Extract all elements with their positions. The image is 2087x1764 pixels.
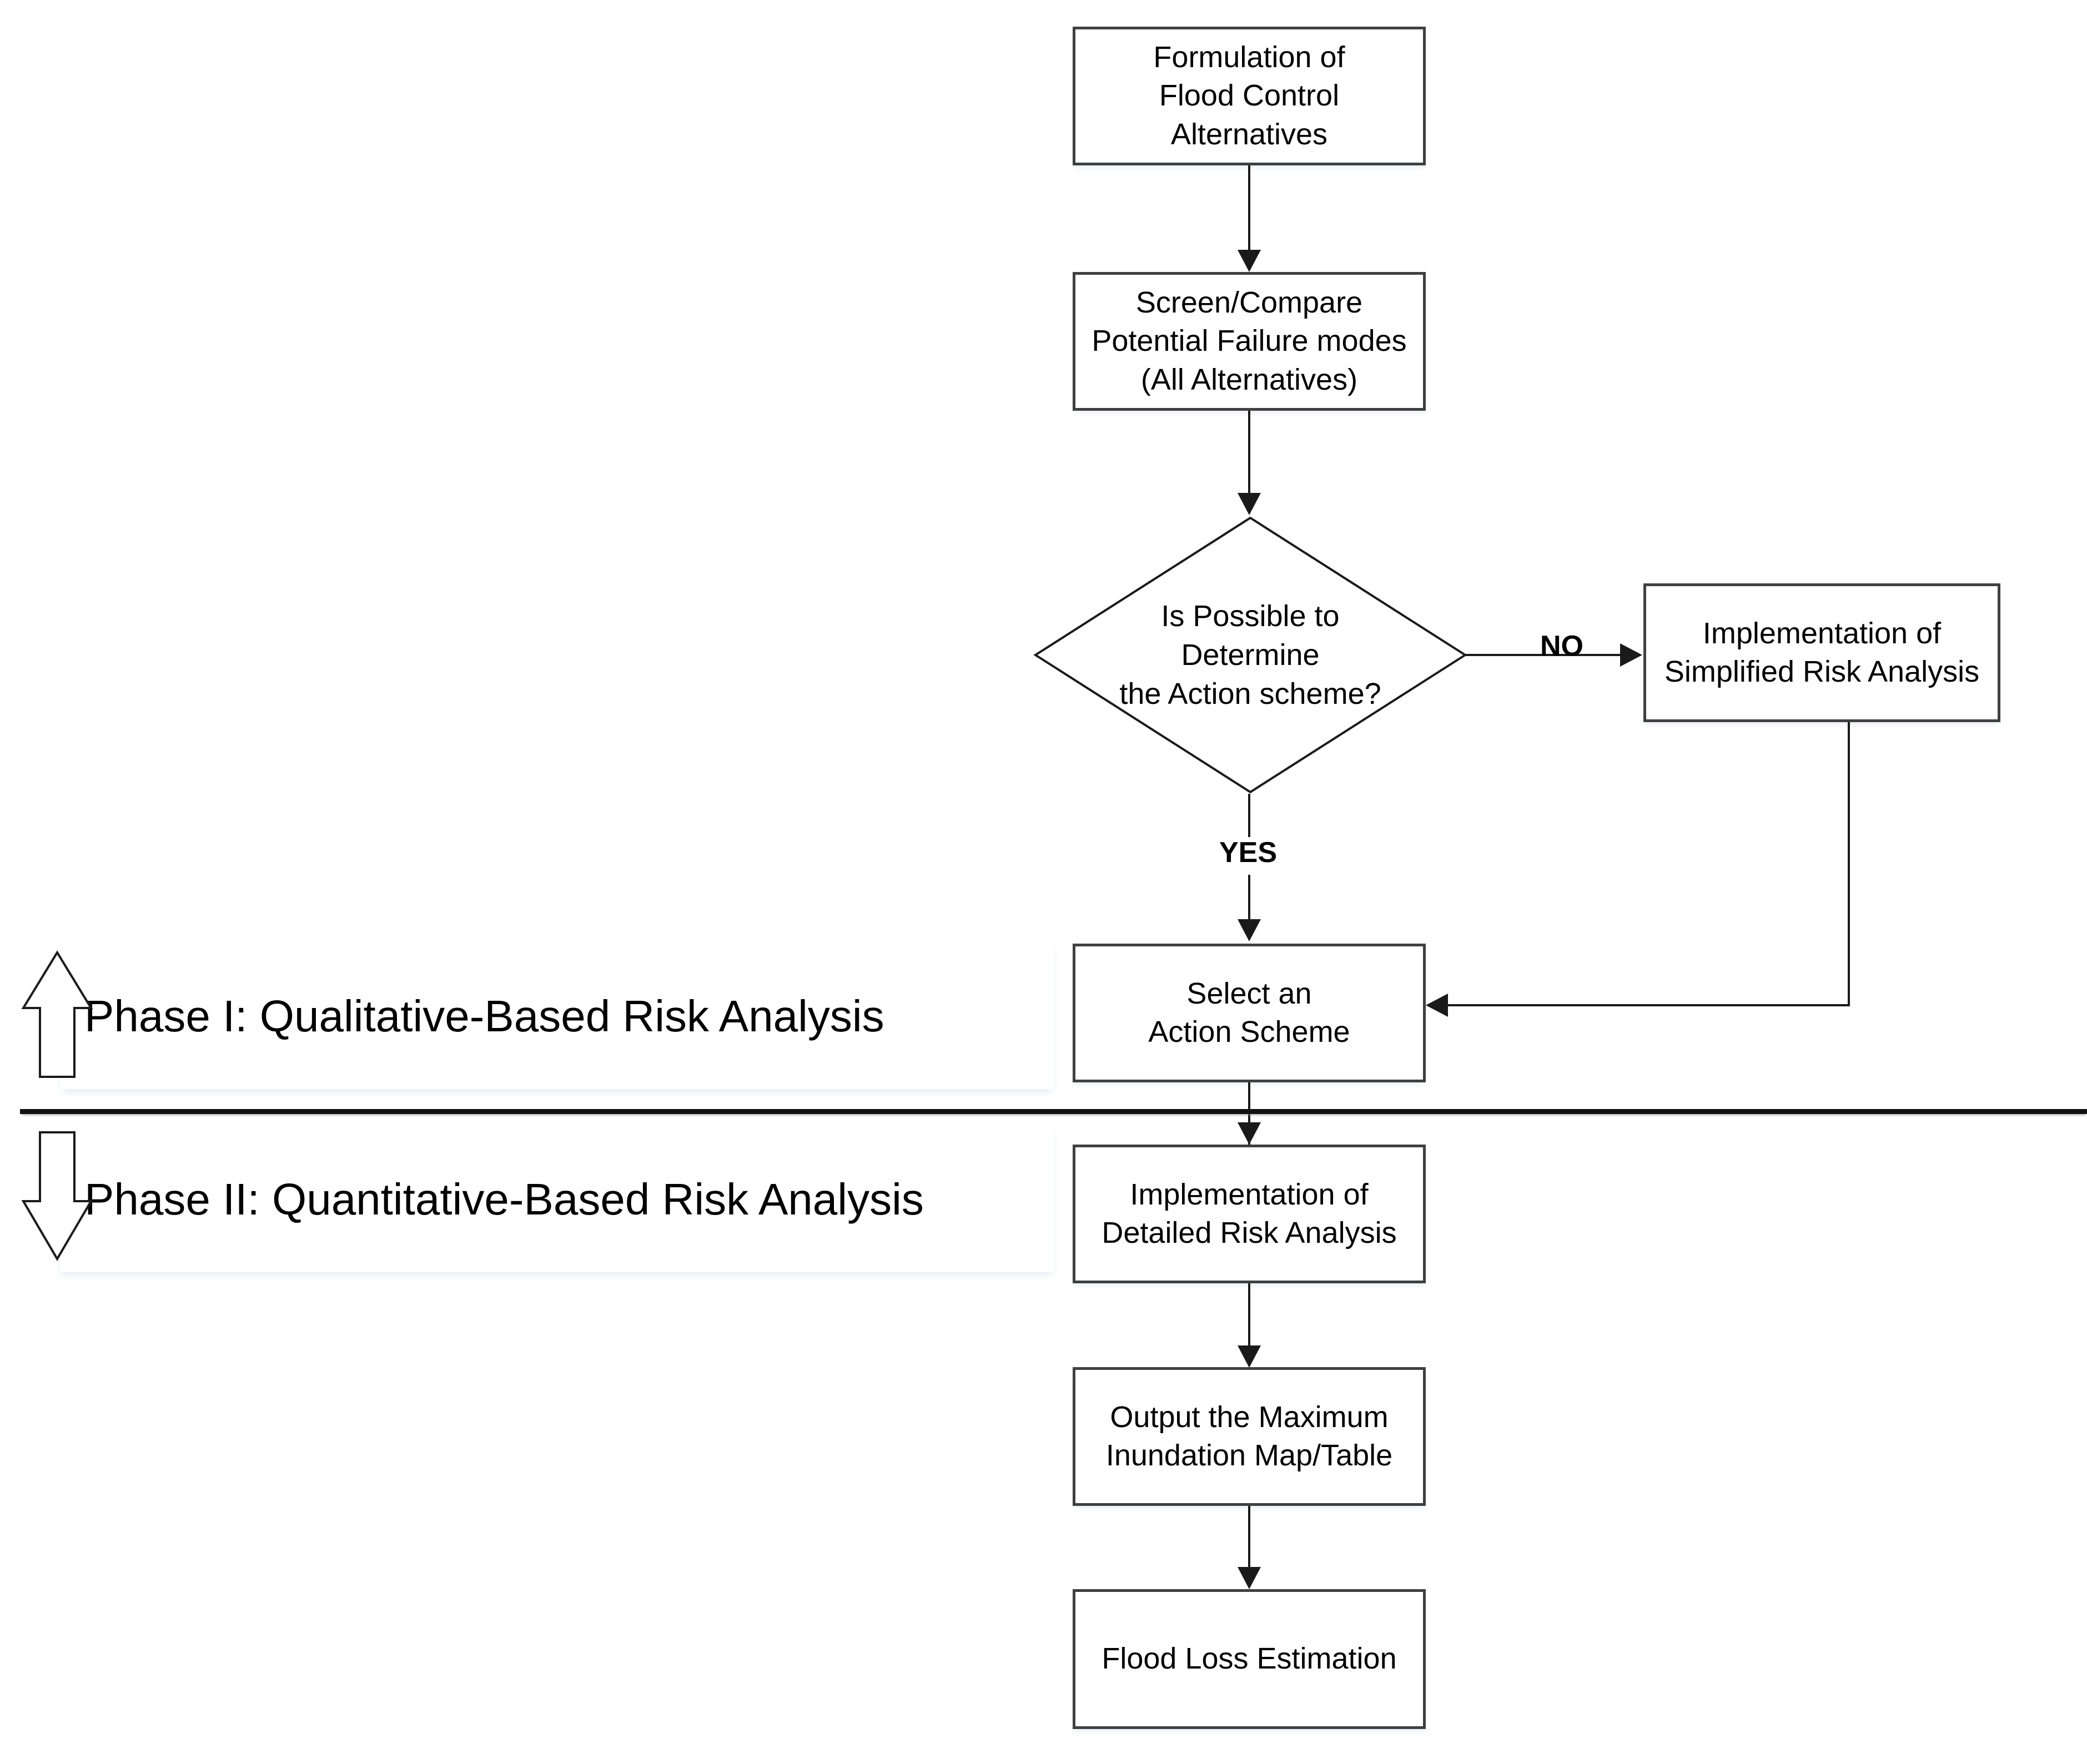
diamond-shape — [1033, 516, 1467, 794]
node-flood-loss-estimation[interactable]: Flood Loss Estimation — [1073, 1589, 1426, 1729]
arrowhead-down-to-detailed — [1238, 1122, 1261, 1145]
phase-two-label: Phase II: Quantitative-Based Risk Analys… — [84, 1175, 924, 1224]
arrowhead-right-to-simplified — [1620, 643, 1642, 667]
arrowhead-down-to-select-scheme — [1238, 919, 1261, 941]
arrowhead-down-to-output — [1238, 1345, 1261, 1368]
connector-no-branch — [1465, 654, 1622, 656]
phase-divider-line — [20, 1109, 2087, 1114]
edge-label-yes: YES — [1219, 836, 1278, 869]
node-screen-compare-potential-failure-modes[interactable]: Screen/Compare Potential Failure modes (… — [1073, 272, 1426, 411]
connector-screen-to-decision — [1248, 411, 1250, 493]
phase-two-band: Phase II: Quantitative-Based Risk Analys… — [60, 1127, 1054, 1272]
phase-one-label: Phase I: Qualitative-Based Risk Analysis — [84, 991, 884, 1041]
connector-feedback-vertical — [1848, 722, 1850, 1006]
phase-one-up-arrow-icon — [21, 950, 93, 1079]
arrowhead-down-to-flood-loss — [1238, 1567, 1261, 1589]
edge-label-no: NO — [1540, 630, 1583, 662]
node-formulation-of-flood-control-alternatives[interactable]: Formulation of Flood Control Alternative… — [1073, 27, 1426, 165]
arrowhead-down-to-decision — [1238, 493, 1261, 515]
node-output-the-maximum-inundation-map-table[interactable]: Output the Maximum Inundation Map/Table — [1073, 1367, 1426, 1506]
connector-detailed-to-output — [1248, 1283, 1250, 1345]
phase-two-down-arrow-icon — [21, 1130, 93, 1261]
node-select-an-action-scheme[interactable]: Select an Action Scheme — [1073, 944, 1426, 1082]
connector-output-to-flood-loss — [1248, 1506, 1250, 1567]
connector-yes-branch-upper — [1248, 794, 1250, 837]
node-decision-determine-action-scheme[interactable]: Is Possible to Determine the Action sche… — [1033, 516, 1467, 794]
node-implementation-of-detailed-risk-analysis[interactable]: Implementation of Detailed Risk Analysis — [1073, 1145, 1426, 1283]
phase-one-band: Phase I: Qualitative-Based Risk Analysis — [60, 944, 1054, 1089]
connector-yes-branch-lower — [1248, 875, 1250, 919]
arrowhead-down-to-screen — [1238, 250, 1261, 272]
arrowhead-left-to-select-scheme — [1426, 994, 1448, 1017]
connector-formulation-to-screen — [1248, 165, 1250, 250]
connector-feedback-horizontal — [1448, 1004, 1850, 1006]
node-implementation-of-simplified-risk-analysis[interactable]: Implementation of Simplified Risk Analys… — [1643, 583, 2000, 722]
